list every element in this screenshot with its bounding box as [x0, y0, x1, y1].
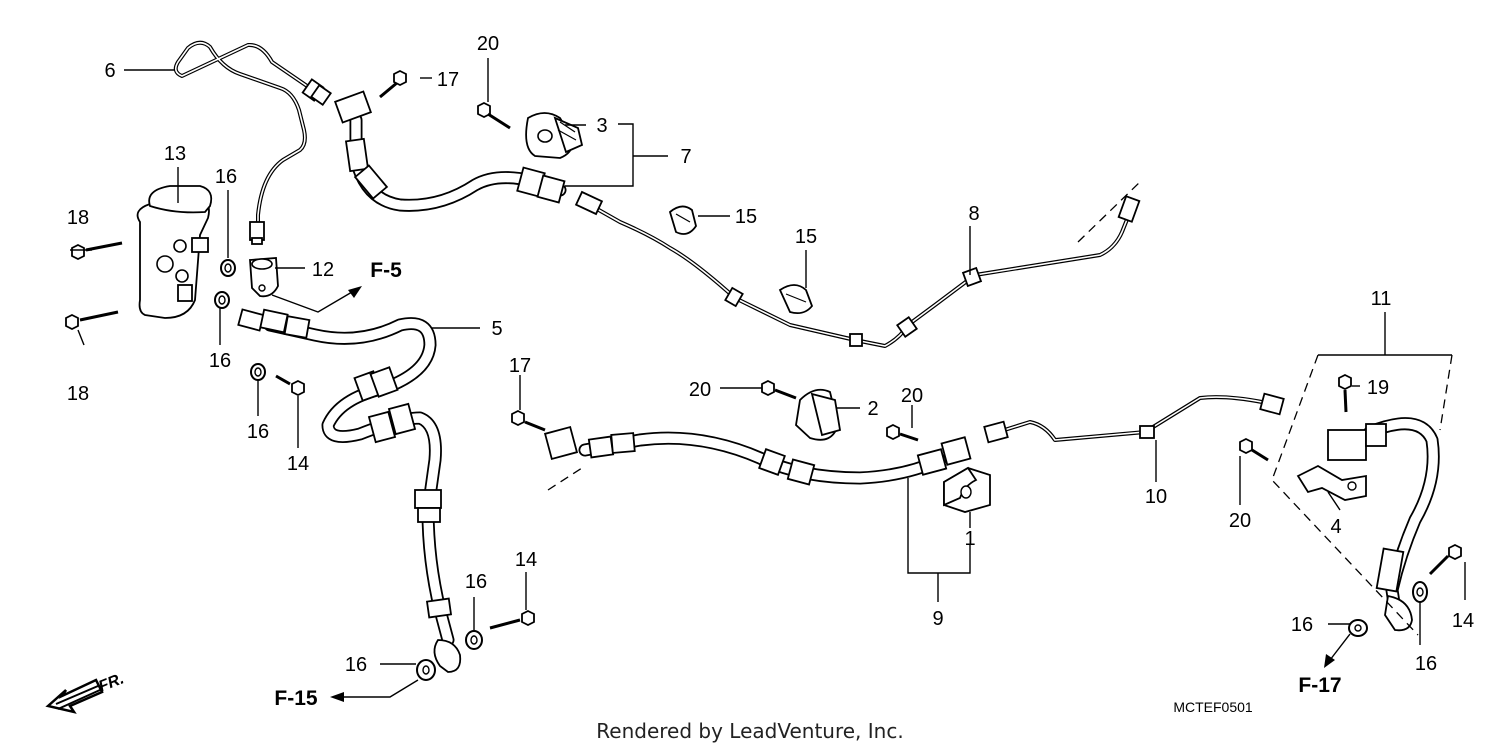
label-part-15-lower: 15	[795, 226, 817, 248]
label-part-16-f: 16	[1415, 653, 1437, 675]
label-part-12: 12	[312, 259, 334, 281]
washer-16-b	[214, 291, 230, 309]
bolt-14-right	[1428, 544, 1462, 576]
label-part-14-bottom: 14	[515, 549, 537, 571]
brake-pipe-8	[574, 190, 1141, 348]
dashed-line-9-end	[547, 465, 586, 491]
bolt-17-top	[379, 70, 407, 99]
clip-15-lower	[778, 284, 814, 315]
part-2-clamp	[795, 388, 842, 441]
part-1-bracket	[943, 466, 991, 513]
label-part-16-a: 16	[215, 166, 237, 188]
direction-label: FR.	[96, 670, 126, 695]
arrow-f15	[330, 679, 419, 702]
label-part-7: 7	[680, 146, 691, 168]
label-part-4: 4	[1330, 516, 1341, 538]
bolt-14-bottom	[489, 610, 535, 630]
label-part-5: 5	[491, 318, 502, 340]
brake-hose-7	[333, 90, 567, 212]
brake-hose-9	[543, 425, 972, 486]
label-part-18-lower: 18	[67, 383, 89, 405]
bolt-20-center-right	[886, 424, 919, 442]
label-part-2: 2	[867, 398, 878, 420]
ref-f5: F-5	[370, 259, 402, 282]
label-part-8: 8	[968, 203, 979, 225]
label-part-17-center: 17	[509, 355, 531, 377]
label-part-19: 19	[1367, 377, 1389, 399]
label-part-9: 9	[932, 608, 943, 630]
label-part-20-center-right: 20	[901, 385, 923, 407]
label-part-20-center-left: 20	[689, 379, 711, 401]
label-part-13: 13	[164, 143, 186, 165]
bolt-17-center	[511, 410, 546, 432]
part-4-bracket	[1296, 464, 1367, 501]
label-part-16-g: 16	[1291, 614, 1313, 636]
label-part-10: 10	[1145, 486, 1167, 508]
bolt-18-upper	[71, 241, 123, 260]
label-part-18-upper: 18	[67, 207, 89, 229]
reference-labels: F-5 F-15 F-17	[274, 259, 1341, 710]
brake-hose-5	[237, 308, 462, 673]
bolt-20-right	[1239, 438, 1269, 462]
bolt-20-top	[477, 102, 511, 130]
drawing-code: MCTEF0501	[1173, 699, 1253, 715]
label-part-11: 11	[1371, 288, 1392, 310]
bolt-18-lower	[65, 310, 119, 330]
part-13-joint	[136, 185, 213, 319]
label-part-15-upper: 15	[735, 206, 757, 228]
front-direction-arrow-icon	[45, 678, 104, 714]
credit-text: Rendered by LeadVenture, Inc.	[596, 719, 903, 743]
label-part-14-right: 14	[1452, 610, 1474, 632]
label-part-16-d: 16	[465, 571, 487, 593]
washer-16-d	[465, 630, 483, 650]
label-part-20-right: 20	[1229, 510, 1251, 532]
leader-lines	[70, 58, 1466, 665]
washer-16-g	[1348, 619, 1368, 637]
label-part-6: 6	[104, 60, 115, 82]
part-labels: 6 13 16 18 18 17 20 3 7 15 15 8 12 5 16 …	[67, 33, 1474, 676]
part-12-fitting	[249, 257, 279, 298]
brake-pipe-10	[983, 392, 1285, 444]
label-part-16-e: 16	[345, 654, 367, 676]
label-part-20-top: 20	[477, 33, 499, 55]
bolt-14-left	[275, 374, 305, 396]
label-part-16-c: 16	[247, 421, 269, 443]
arrow-f17	[1324, 633, 1351, 668]
label-part-14-left: 14	[287, 453, 309, 475]
washer-16-f	[1412, 581, 1428, 603]
clip-15-upper	[668, 205, 697, 235]
washer-16-a	[220, 259, 236, 277]
arrow-f5	[271, 286, 362, 313]
dashed-outline-11	[1271, 354, 1453, 636]
label-part-3: 3	[596, 115, 607, 137]
washer-16-e	[416, 659, 436, 681]
bolt-19	[1338, 374, 1352, 413]
bolt-20-center-left	[761, 380, 797, 400]
brake-pipe-6	[173, 40, 333, 245]
label-part-17-top: 17	[437, 69, 459, 91]
washer-16-c	[250, 363, 266, 381]
ref-f17: F-17	[1298, 674, 1341, 697]
label-part-16-b: 16	[209, 350, 231, 372]
ref-f15: F-15	[274, 687, 318, 710]
brake-hose-11	[1327, 417, 1440, 632]
part-3-grommet	[525, 112, 584, 159]
label-part-1: 1	[964, 528, 975, 550]
